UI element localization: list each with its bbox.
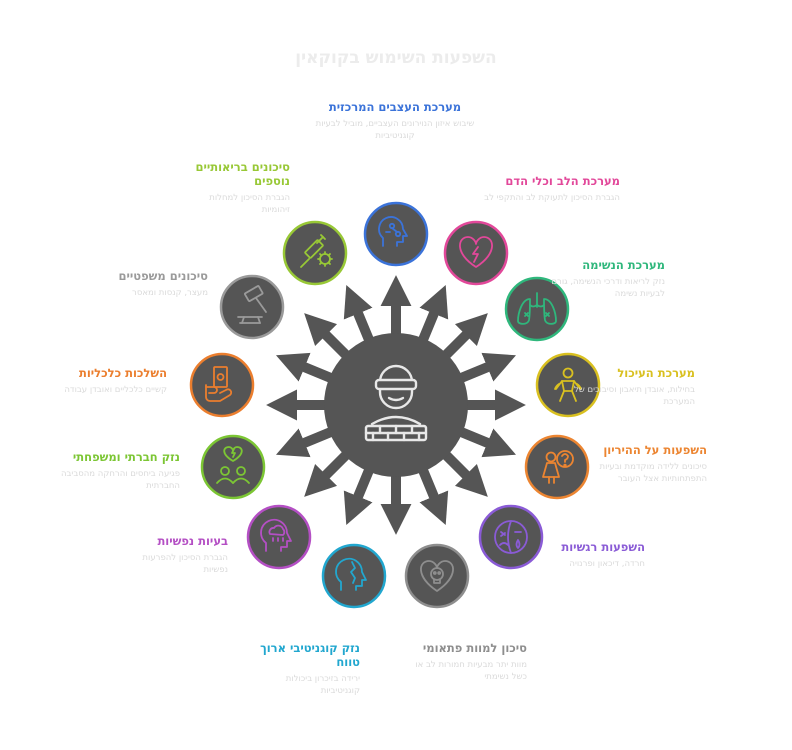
label-death: סיכון למוות פתאומי מוות יתר מבעיות חמורות…: [405, 641, 527, 683]
label-description-mental: הגברת הסיכון להפרעות נפשיות: [142, 553, 228, 575]
label-heart: מערכת הלב וכלי הדם הגברת הסיכון לתעוקת לב…: [455, 174, 620, 204]
node-legal: [219, 274, 285, 340]
label-title-cns: מערכת העצבים המרכזית: [328, 100, 462, 114]
diagram-title: השפעות השימוש בקוקאין: [295, 48, 497, 68]
body-stress-icon: [554, 367, 582, 402]
node-skeleton: [535, 352, 601, 418]
label-cognitive: נזק קוגניטיבי ארוך טווח ירידה בזיכרון ביכ…: [250, 641, 360, 697]
label-description-cns: שיבוש איזון הנוירונים העצביים, מוביל לבע…: [315, 119, 475, 141]
label-description-social: פגיעה ביחסים והרחקה מהסביבה החברתית: [60, 469, 180, 491]
pregnant-woman-question-icon: [542, 450, 574, 484]
label-description-legal: מעצר, קנסות ומאסר: [132, 288, 208, 298]
label-title-skeleton: מערכת העיכול: [617, 366, 695, 380]
storm-cloud-head-icon: [260, 518, 292, 552]
label-title-heart: מערכת הלב וכלי הדם: [505, 174, 620, 188]
label-description-lungs: נזק לריאות ודרכי הנשימה, גורם לבעיות נשי…: [551, 277, 665, 299]
broken-heart-icon: [459, 236, 493, 268]
label-emotional: השפעות רגשיות חרדה, דיכאון ופרנויה: [535, 540, 645, 570]
node-cognitive: [321, 543, 387, 609]
label-description-pregnancy: סיכונים ללידה מוקדמת ובעיות התפתחותיות א…: [599, 462, 707, 484]
broken-heart-couple-icon: [216, 446, 250, 484]
label-title-emotional: השפעות רגשיות: [561, 540, 645, 554]
gavel-icon: [237, 285, 267, 324]
label-description-cognitive: ירידה בזיכרון ביכולות קוגניטיביות: [285, 674, 360, 696]
label-title-social: נזק חברתי ומשפחתי: [72, 450, 180, 464]
person-blindfold-bricks-icon: [364, 364, 428, 442]
node-death: [404, 543, 470, 609]
node-emotional: [478, 504, 544, 570]
node-social: [200, 434, 266, 500]
label-pregnancy: השפעות על ההיריון סיכונים ללידה מוקדמת וב…: [590, 443, 707, 485]
node-health: [282, 220, 348, 286]
label-title-cognitive: נזק קוגניטיבי ארוך טווח: [260, 641, 360, 669]
label-title-death: סיכון למוות פתאומי: [422, 641, 527, 655]
label-title-lungs: מערכת הנשימה: [582, 258, 665, 272]
label-description-emotional: חרדה, דיכאון ופרנויה: [569, 559, 645, 569]
node-financial: [189, 352, 255, 418]
node-pregnancy: [524, 434, 590, 500]
heart-skull-icon: [420, 560, 454, 592]
money-hand-icon: [205, 366, 233, 402]
syringe-virus-icon: [300, 234, 333, 268]
label-lungs: מערכת הנשימה נזק לריאות ודרכי הנשימה, גור…: [540, 258, 665, 300]
label-financial: השלכות כלכליות קשיים כלכליים ואובדן עבודה: [60, 366, 167, 396]
node-heart: [443, 220, 509, 286]
label-title-health: סיכונים בריאותיים נוספים: [195, 160, 290, 188]
label-legal: סיכונים משפטיים מעצר, קנסות ומאסר: [85, 269, 208, 299]
sad-mask-face-icon: [494, 520, 528, 554]
lungs-icon: [517, 292, 557, 325]
label-mental: בעיות נפשיות הגברת הסיכון להפרעות נפשיות: [125, 534, 228, 576]
label-description-heart: הגברת הסיכון לתעוקת לב והתקפי לב: [484, 193, 620, 203]
label-title-financial: השלכות כלכליות: [78, 366, 167, 380]
center-hub: [324, 333, 468, 477]
label-social: נזק חברתי ומשפחתי פגיעה ביחסים והרחקה מהס…: [60, 450, 180, 492]
label-description-health: הגברת הסיכון למחלות זיהומיות: [209, 193, 290, 215]
node-lungs: [504, 276, 570, 342]
node-mental: [246, 504, 312, 570]
label-title-mental: בעיות נפשיות: [157, 534, 228, 548]
label-title-legal: סיכונים משפטיים: [118, 269, 208, 283]
label-cns: מערכת העצבים המרכזית שיבוש איזון הנוירוני…: [300, 100, 490, 142]
label-health: סיכונים בריאותיים נוספים הגברת הסיכון למח…: [185, 160, 290, 216]
node-cns: [363, 201, 429, 267]
label-title-pregnancy: השפעות על ההיריון: [603, 443, 707, 457]
label-skeleton: מערכת העיכול בחילות, אובדן תיאבון וסיבוכי…: [572, 366, 695, 408]
label-description-death: מוות יתר מבעיות חמורות לב או כשל נשימתי: [415, 660, 527, 682]
label-description-skeleton: בחילות, אובדן תיאבון וסיבוכים של המערכת: [573, 385, 695, 407]
head-crack-icon: [335, 557, 367, 591]
label-description-financial: קשיים כלכליים ואובדן עבודה: [64, 385, 167, 395]
head-neurons-icon: [378, 216, 408, 247]
